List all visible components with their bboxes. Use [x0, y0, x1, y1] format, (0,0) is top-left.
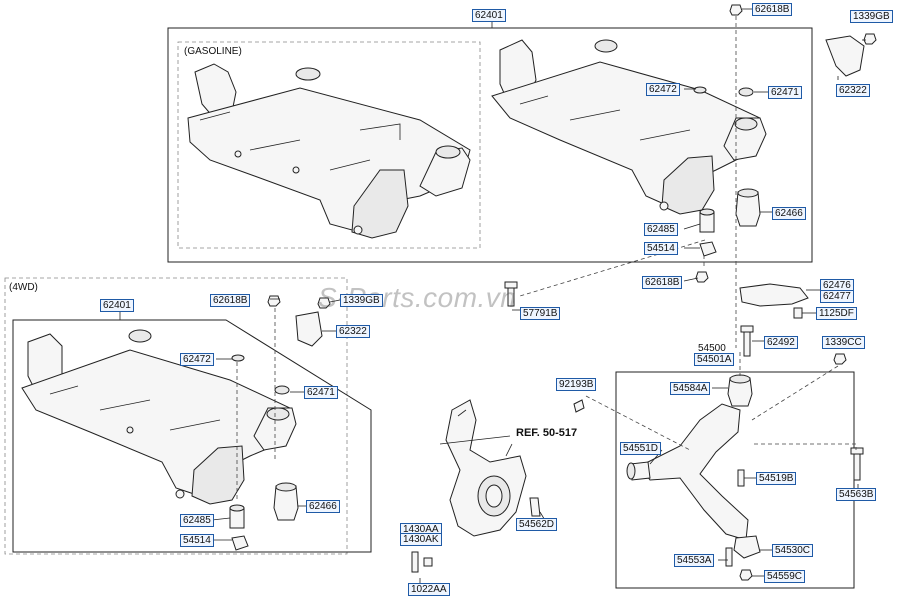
part-label-1339gb-4wd[interactable]: 1339GB [340, 294, 383, 307]
part-label-1430ak[interactable]: 1430AK [400, 533, 442, 546]
part-label-92193b[interactable]: 92193B [556, 378, 597, 391]
part-label-62485-top[interactable]: 62485 [644, 223, 678, 236]
part-label-54559c[interactable]: 54559C [764, 570, 806, 583]
top-side-parts [504, 4, 877, 357]
part-label-54514-top[interactable]: 54514 [644, 242, 678, 255]
part-label-62472-top[interactable]: 62472 [646, 83, 680, 96]
part-label-62466-top[interactable]: 62466 [772, 207, 806, 220]
part-label-54530c[interactable]: 54530C [772, 544, 814, 557]
four-wd-caption: (4WD) [9, 282, 38, 293]
part-label-62471-4wd[interactable]: 62471 [304, 386, 338, 399]
gasoline-subframe-drawing [187, 63, 471, 239]
four-wd-subframe-drawing [21, 329, 297, 505]
part-label-54562d[interactable]: 54562D [516, 518, 558, 531]
part-label-62477[interactable]: 62477 [820, 290, 854, 303]
part-label-62322-4wd[interactable]: 62322 [336, 325, 370, 338]
part-label-62466-4wd[interactable]: 62466 [306, 500, 340, 513]
part-label-54551d[interactable]: 54551D [620, 442, 662, 455]
top-assembly-frame [167, 27, 813, 263]
four-wd-frame [4, 277, 348, 555]
four-wd-assembly-frame [12, 319, 372, 553]
part-label-62618b-top[interactable]: 62618B [752, 3, 793, 16]
part-label-62492[interactable]: 62492 [764, 336, 798, 349]
part-label-62401-top[interactable]: 62401 [472, 9, 506, 22]
part-label-62618b-4wd[interactable]: 62618B [210, 294, 251, 307]
part-label-1339cc[interactable]: 1339CC [822, 336, 865, 349]
lower-arm-drawing [573, 352, 864, 581]
part-label-62322-top[interactable]: 62322 [836, 84, 870, 97]
part-label-62472-4wd[interactable]: 62472 [180, 353, 214, 366]
four-wd-side-parts [229, 295, 331, 551]
part-label-62485-4wd[interactable]: 62485 [180, 514, 214, 527]
gasoline-frame [177, 41, 481, 249]
part-label-54584a[interactable]: 54584A [670, 382, 711, 395]
part-label-57791b[interactable]: 57791B [520, 307, 561, 320]
part-label-62476[interactable]: 62476 [820, 279, 854, 292]
part-label-62618b-mid[interactable]: 62618B [642, 276, 683, 289]
reference-text: REF. 50-517 [516, 427, 578, 439]
part-label-62401-4wd[interactable]: 62401 [100, 299, 134, 312]
leader-lines [119, 8, 866, 584]
part-label-54519b[interactable]: 54519B [756, 472, 797, 485]
part-label-54553a[interactable]: 54553A [674, 554, 715, 567]
main-subframe-drawing [491, 39, 767, 215]
part-label-1339gb-top[interactable]: 1339GB [850, 10, 893, 23]
gasoline-caption: (GASOLINE) [184, 46, 242, 57]
part-label-54563b[interactable]: 54563B [836, 488, 877, 501]
part-label-54501a[interactable]: 54501A [694, 353, 735, 366]
part-label-62471-top[interactable]: 62471 [768, 86, 802, 99]
knuckle-drawing [411, 399, 541, 573]
part-label-54500[interactable]: 54500 [698, 343, 726, 354]
part-label-1022aa[interactable]: 1022AA [408, 583, 450, 596]
part-label-54514-4wd[interactable]: 54514 [180, 534, 214, 547]
part-label-1125df[interactable]: 1125DF [816, 307, 857, 320]
